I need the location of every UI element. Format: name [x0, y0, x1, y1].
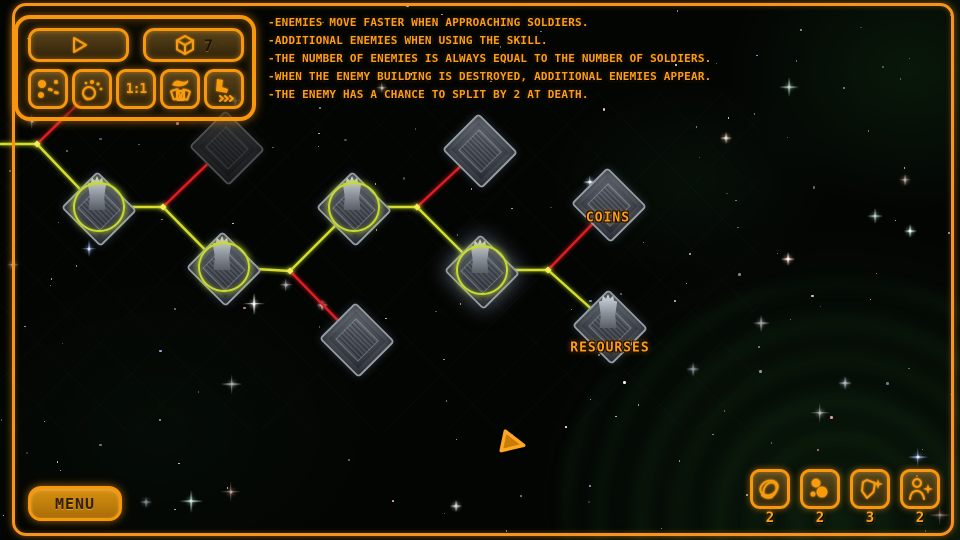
- monster-cards-icon: [170, 80, 191, 101]
- crystal-count: 7: [203, 35, 214, 55]
- skill-count: 2: [815, 510, 825, 526]
- statue-icon: [598, 294, 618, 328]
- soldier-node-4[interactable]: [435, 225, 525, 315]
- resources-label: RESOURSES: [570, 340, 650, 356]
- platform-icon: [318, 301, 396, 379]
- split-dots-icon: [38, 80, 59, 98]
- modifier-enemy-burst-button[interactable]: [72, 69, 112, 109]
- one-to-one-icon: 1:1: [125, 81, 148, 97]
- play-button[interactable]: [28, 28, 129, 62]
- rule-line: -ADDITIONAL ENEMIES WHEN USING THE SKILL…: [268, 34, 548, 47]
- selection-ring: [456, 245, 508, 295]
- enemy-burst-icon: [82, 80, 103, 101]
- modifier-speed-boots-button[interactable]: [204, 69, 244, 109]
- resources-node[interactable]: [563, 280, 653, 370]
- skill-count: 2: [915, 510, 925, 526]
- selection-ring: [328, 182, 380, 232]
- path-junction: [159, 203, 167, 211]
- coins-node[interactable]: [562, 158, 652, 248]
- add-soldier-button[interactable]: [900, 469, 940, 509]
- platform-icon: [441, 112, 519, 190]
- shield-upgrade-icon: [861, 479, 883, 499]
- menu-button-label: MENU: [54, 494, 96, 513]
- modifier-one-to-one-button[interactable]: 1:1: [116, 69, 156, 109]
- skill-inventory: 2 2 3: [750, 469, 940, 526]
- modifier-split-dots-button[interactable]: [28, 69, 68, 109]
- cube-icon: [175, 35, 194, 55]
- level-control-panel: 7: [14, 15, 256, 121]
- platform-icon: [188, 109, 266, 187]
- path-junction: [33, 140, 41, 148]
- rules-text: -ENEMIES MOVE FASTER WHEN APPROACHING SO…: [268, 14, 948, 104]
- soldier-node-1[interactable]: [52, 162, 142, 252]
- rule-line: -THE NUMBER OF ENEMIES IS ALWAYS EQUAL T…: [268, 52, 712, 65]
- meteor-skill-icon: [810, 478, 828, 498]
- rule-line: -THE ENEMY HAS A CHANCE TO SPLIT BY 2 AT…: [268, 88, 589, 101]
- whirl-skill-button[interactable]: [750, 469, 790, 509]
- coins-label: COINS: [585, 210, 631, 226]
- path-junction: [286, 267, 294, 275]
- path-segment-red: [35, 100, 82, 146]
- platform-node-top[interactable]: [433, 104, 523, 194]
- rule-line: -WHEN THE ENEMY BUILDING IS DESTROYED, A…: [268, 70, 712, 83]
- play-icon: [72, 37, 87, 53]
- path-junction: [544, 266, 552, 274]
- modifier-monster-cards-button[interactable]: [160, 69, 200, 109]
- skill-slot: 2: [900, 469, 940, 526]
- menu-button[interactable]: MENU: [28, 486, 122, 521]
- whirl-skill-icon: [759, 479, 779, 499]
- platform-icon: [570, 166, 648, 244]
- selection-ring: [73, 182, 125, 232]
- skill-count: 2: [765, 510, 775, 526]
- path-junction: [413, 203, 421, 211]
- skill-count: 3: [865, 510, 875, 526]
- skill-slot: 3: [850, 469, 890, 526]
- selection-ring: [198, 242, 250, 292]
- crystal-count-button[interactable]: 7: [143, 28, 244, 62]
- platform-node-bottom[interactable]: [310, 293, 400, 383]
- rule-line: -ENEMIES MOVE FASTER WHEN APPROACHING SO…: [268, 16, 589, 29]
- soldier-node-2[interactable]: [177, 222, 267, 312]
- speed-boots-icon: [216, 79, 234, 102]
- cursor-pointer-icon: [499, 429, 526, 453]
- skill-slot: 2: [800, 469, 840, 526]
- shield-upgrade-button[interactable]: [850, 469, 890, 509]
- meteor-skill-button[interactable]: [800, 469, 840, 509]
- add-soldier-skill-icon: [909, 478, 933, 500]
- skill-slot: 2: [750, 469, 790, 526]
- soldier-node-3[interactable]: [307, 162, 397, 252]
